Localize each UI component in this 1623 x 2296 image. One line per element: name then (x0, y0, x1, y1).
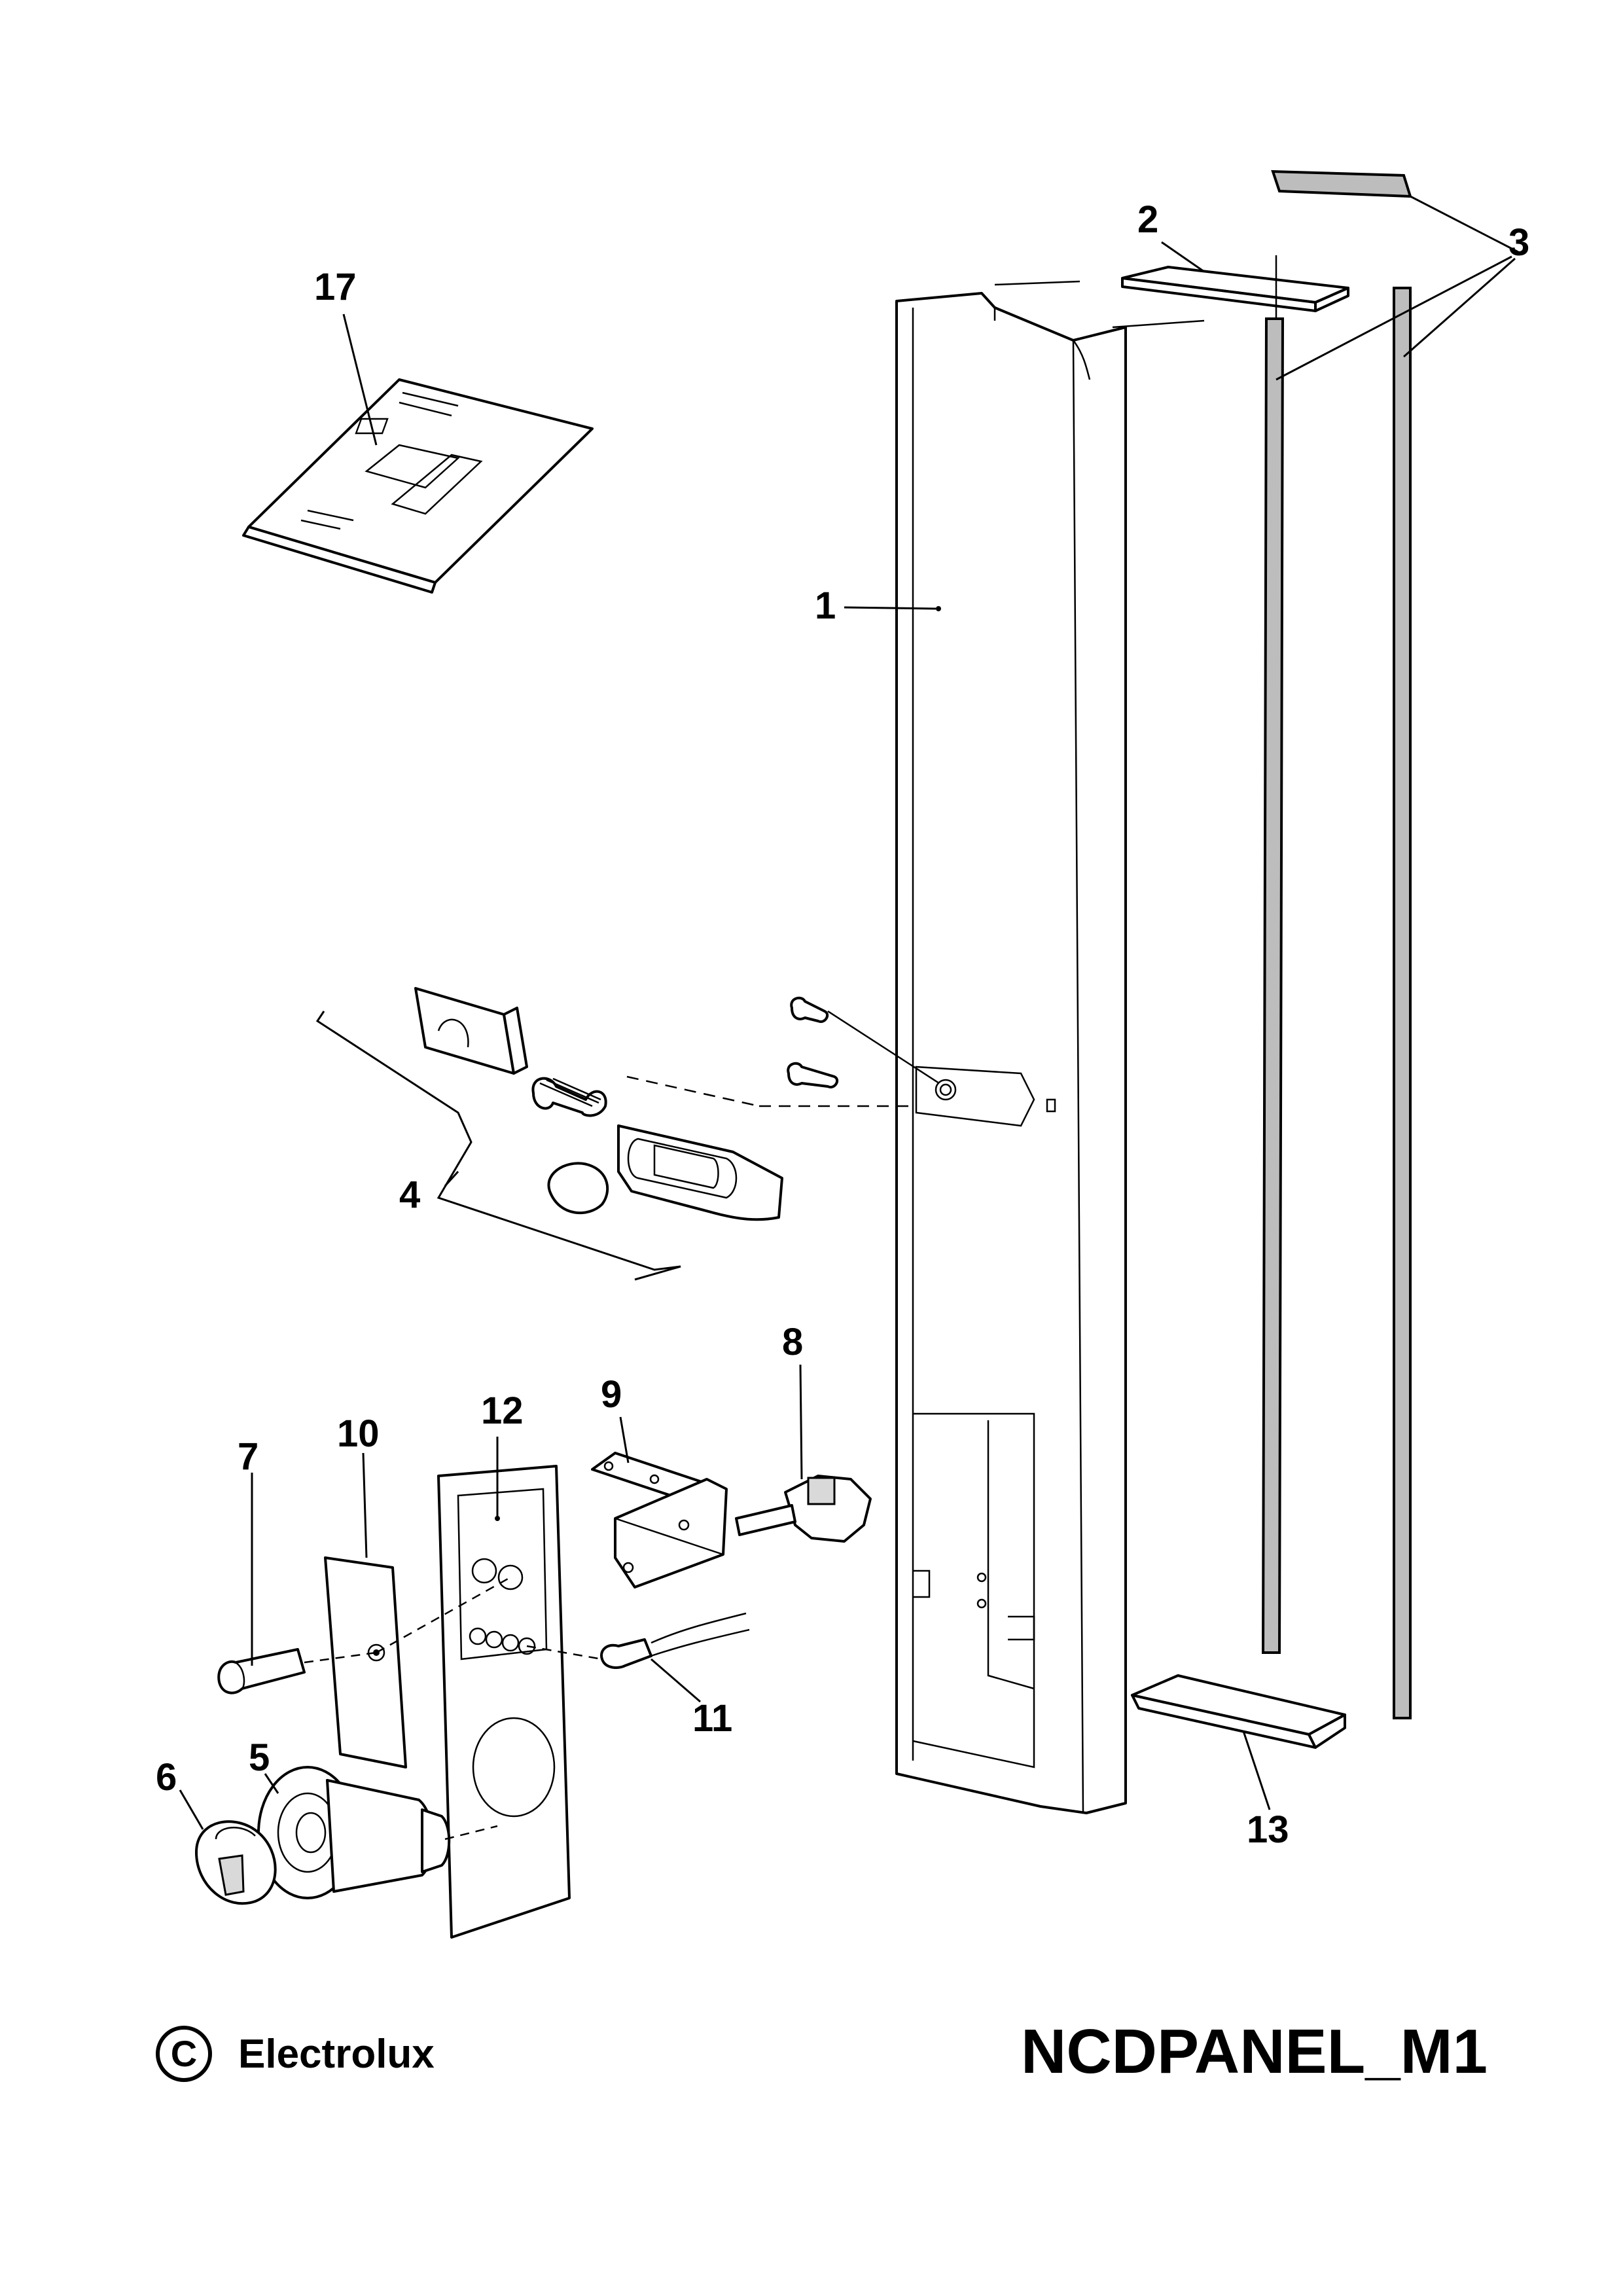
leader-3c (1403, 257, 1516, 358)
callout-2: 2 (1137, 198, 1158, 241)
callout-12: 12 (481, 1390, 524, 1432)
part-13-bottom-cap (1131, 1674, 1346, 1749)
callout-10: 10 (337, 1412, 380, 1455)
callout-9: 9 (601, 1373, 622, 1416)
part-1-control-panel-housing (895, 280, 1205, 1814)
leader-9 (619, 1416, 630, 1463)
leader-13 (1242, 1731, 1271, 1810)
leader-11 (651, 1658, 701, 1703)
part-17-manual-booklet (242, 378, 594, 594)
part-5-thermostat (257, 1766, 498, 1899)
part-4-latch-assembly (315, 987, 940, 1281)
leader-3b (1275, 255, 1512, 381)
part-2-top-cap (1121, 266, 1349, 312)
leader-5 (264, 1773, 279, 1794)
callout-7: 7 (238, 1435, 259, 1478)
callout-8: 8 (782, 1321, 803, 1363)
part-10-indicator-plate (324, 1556, 511, 1768)
part-7-indicator-lamp (217, 1648, 377, 1695)
callout-6: 6 (156, 1756, 177, 1799)
part-3-seal-strips (1261, 170, 1412, 1719)
leader-2 (1161, 241, 1205, 273)
leader-3a (1410, 195, 1519, 253)
part-8-connector (735, 1475, 872, 1543)
callout-5: 5 (249, 1736, 270, 1779)
callout-1: 1 (815, 584, 836, 627)
callout-11: 11 (692, 1697, 732, 1740)
diagram-code: NCDPANEL_M1 (1021, 2017, 1488, 2087)
leader-10 (362, 1452, 368, 1558)
leader-6 (179, 1789, 204, 1830)
copyright-symbol: C (156, 2026, 212, 2082)
leader-1 (844, 606, 936, 610)
copyright-notice: C Electrolux (156, 2026, 435, 2082)
part-11-cable-sensor (526, 1612, 750, 1669)
brand-name: Electrolux (238, 2031, 435, 2077)
callout-13: 13 (1247, 1808, 1289, 1851)
callout-3: 3 (1508, 221, 1529, 264)
callout-17: 17 (314, 266, 357, 308)
leader-8 (799, 1364, 803, 1480)
callout-4: 4 (399, 1174, 420, 1216)
part-9-mounting-bracket (591, 1452, 728, 1588)
part-6-control-knob (195, 1820, 277, 1905)
leader-4 (444, 1170, 459, 1187)
part-12-front-panel (437, 1465, 571, 1939)
leader-17 (342, 314, 378, 446)
